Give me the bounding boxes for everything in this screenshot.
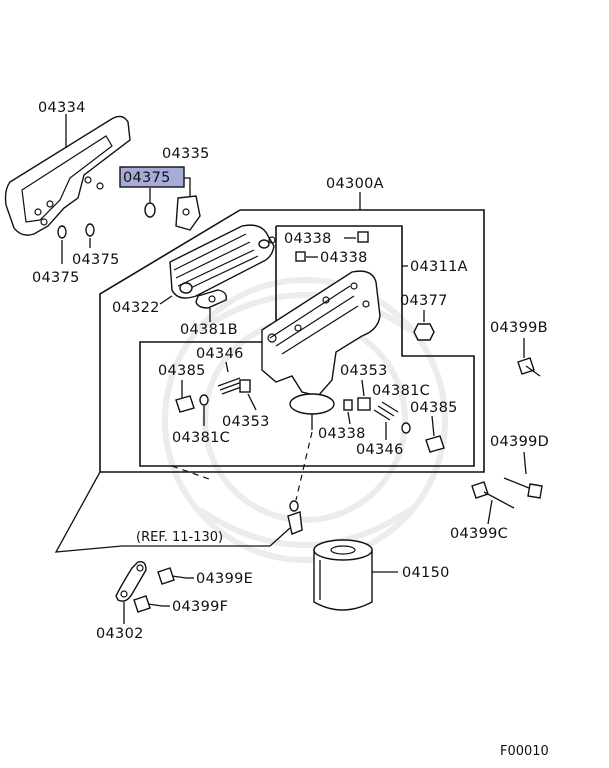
frame-04311A [139, 225, 475, 467]
valve-04353-a[interactable] [239, 379, 251, 393]
dashed-link-filter [295, 431, 313, 501]
plug-04338-a[interactable] [357, 231, 369, 243]
leader-04346-a [225, 361, 229, 373]
washer-04381C-b[interactable] [401, 422, 411, 434]
label-04381C-b[interactable]: 04381C [372, 383, 430, 399]
label-04381C-a[interactable]: 04381C [172, 430, 230, 446]
gasket-04381B[interactable] [195, 289, 228, 309]
bolt-04399B[interactable] [517, 357, 541, 377]
label-04300A[interactable]: 04300A [326, 176, 384, 192]
label-04334[interactable]: 04334 [38, 100, 86, 116]
leader-04322 [159, 295, 173, 305]
spring-04346-b[interactable] [373, 401, 399, 421]
leader-04353-a [247, 393, 257, 411]
oil-cooler-04322[interactable] [169, 224, 276, 299]
label-ref[interactable]: (REF. 11-130) [136, 530, 223, 545]
label-04385-b[interactable]: 04385 [410, 400, 458, 416]
bolt-04399F[interactable] [133, 595, 163, 613]
label-04302[interactable]: 04302 [96, 626, 144, 642]
leader-04399D [523, 451, 527, 475]
label-04375-a[interactable]: 04375 [32, 270, 80, 286]
dashed-link-left [171, 465, 213, 481]
bolt-04399C[interactable] [471, 481, 515, 509]
label-04399E[interactable]: 04399E [196, 571, 253, 587]
label-04353-a[interactable]: 04353 [222, 414, 270, 430]
leader-ref [269, 527, 291, 547]
label-04150[interactable]: 04150 [402, 565, 450, 581]
leader-04385-b [431, 415, 435, 437]
oring-04375-a[interactable] [57, 225, 67, 239]
washer-04381C-a[interactable] [199, 394, 209, 406]
label-04399C[interactable]: 04399C [450, 526, 508, 542]
label-04375-highlight[interactable]: 04375 [123, 170, 171, 186]
label-04399B[interactable]: 04399B [490, 320, 548, 336]
label-04338-a[interactable]: 04338 [284, 231, 332, 247]
label-04338-c[interactable]: 04338 [318, 426, 366, 442]
filter-bracket-04311A[interactable] [261, 270, 381, 430]
plug-04385-a[interactable] [175, 395, 195, 413]
label-04335[interactable]: 04335 [162, 146, 210, 162]
label-04322[interactable]: 04322 [112, 300, 160, 316]
label-04399F[interactable]: 04399F [172, 599, 228, 615]
oring-04375-b[interactable] [85, 223, 95, 237]
leader-04399C [487, 499, 493, 525]
label-04353-b[interactable]: 04353 [340, 363, 388, 379]
frame-04300A [99, 209, 485, 473]
label-04311A[interactable]: 04311A [410, 259, 468, 275]
label-04375-b[interactable]: 04375 [72, 252, 120, 268]
plug-04385-b[interactable] [425, 435, 445, 453]
figure-code: F00010 [500, 744, 549, 759]
valve-04353-b[interactable] [357, 397, 371, 411]
link-04302 [54, 471, 123, 553]
bolt-04399D[interactable] [503, 477, 543, 499]
bolt-04399E[interactable] [157, 567, 187, 585]
label-04399D[interactable]: 04399D [490, 434, 549, 450]
leader-04335 [184, 177, 191, 196]
connector-ref[interactable] [287, 511, 303, 535]
highlight-04375[interactable] [119, 166, 185, 188]
oil-filter-04150[interactable] [313, 539, 373, 611]
gasket-04335[interactable] [175, 195, 201, 231]
pipe-04302[interactable] [115, 560, 147, 602]
plug-04338-c[interactable] [343, 399, 353, 411]
leader-04353-b [361, 379, 365, 397]
nut-04377[interactable] [413, 323, 435, 341]
leader-04338-c [347, 411, 351, 425]
gasket-04334[interactable] [4, 115, 131, 236]
plug-04338-b[interactable] [295, 251, 306, 262]
label-04346-b[interactable]: 04346 [356, 442, 404, 458]
label-04377[interactable]: 04377 [400, 293, 448, 309]
label-04381B[interactable]: 04381B [180, 322, 238, 338]
label-04338-b[interactable]: 04338 [320, 250, 368, 266]
label-04385-a[interactable]: 04385 [158, 363, 206, 379]
oring-ref[interactable] [289, 500, 299, 512]
label-04346-a[interactable]: 04346 [196, 346, 244, 362]
oring-04375-highlight[interactable] [144, 202, 156, 218]
